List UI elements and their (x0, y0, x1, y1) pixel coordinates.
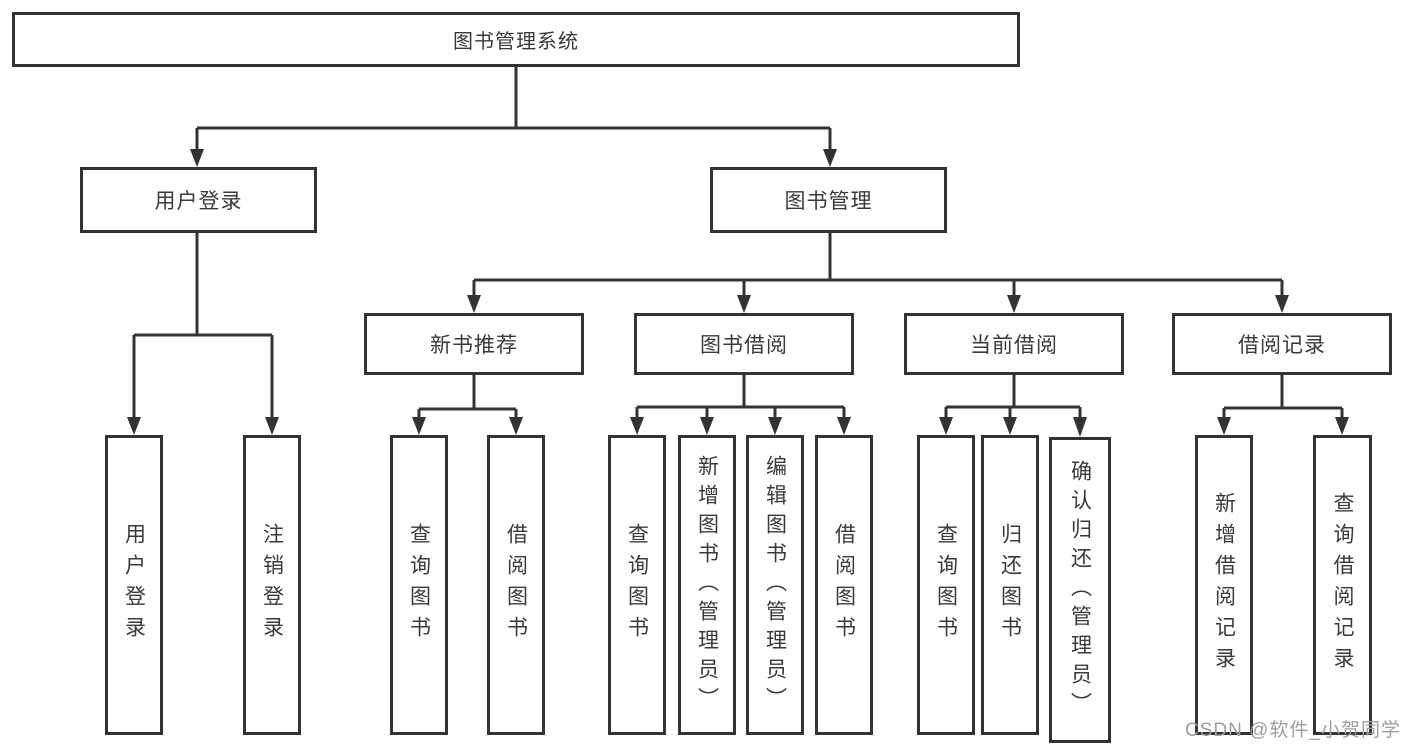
leaf-query-borrow-record: 查询借阅记录 (1313, 435, 1372, 735)
leaf-confirm-return-admin: 确认归还（管理员） (1049, 437, 1111, 743)
node-user-login: 用户登录 (80, 167, 317, 233)
leaf-recommend-query-books: 查询图书 (390, 435, 448, 735)
leaf-borrow-books: 借阅图书 (815, 435, 873, 735)
leaf-edit-books-admin: 编辑图书（管理员） (746, 435, 804, 735)
leaf-user-login: 用户登录 (105, 435, 163, 735)
node-current-borrow: 当前借阅 (904, 313, 1124, 375)
leaf-borrow-query-books: 查询图书 (608, 435, 666, 735)
leaf-current-query-books: 查询图书 (917, 435, 975, 735)
node-new-book-recommend: 新书推荐 (364, 313, 584, 375)
node-book-borrow: 图书借阅 (634, 313, 854, 375)
node-borrow-records: 借阅记录 (1172, 313, 1392, 375)
node-book-management: 图书管理 (710, 167, 947, 233)
node-root-system: 图书管理系统 (12, 12, 1020, 67)
leaf-return-books: 归还图书 (981, 435, 1039, 735)
csdn-watermark: CSDN @软件_小贺同学 (1185, 720, 1401, 741)
leaf-add-borrow-record: 新增借阅记录 (1195, 435, 1253, 735)
leaf-add-books-admin: 新增图书（管理员） (678, 435, 736, 735)
leaf-logout: 注销登录 (243, 435, 301, 735)
leaf-recommend-borrow-books: 借阅图书 (487, 435, 545, 735)
